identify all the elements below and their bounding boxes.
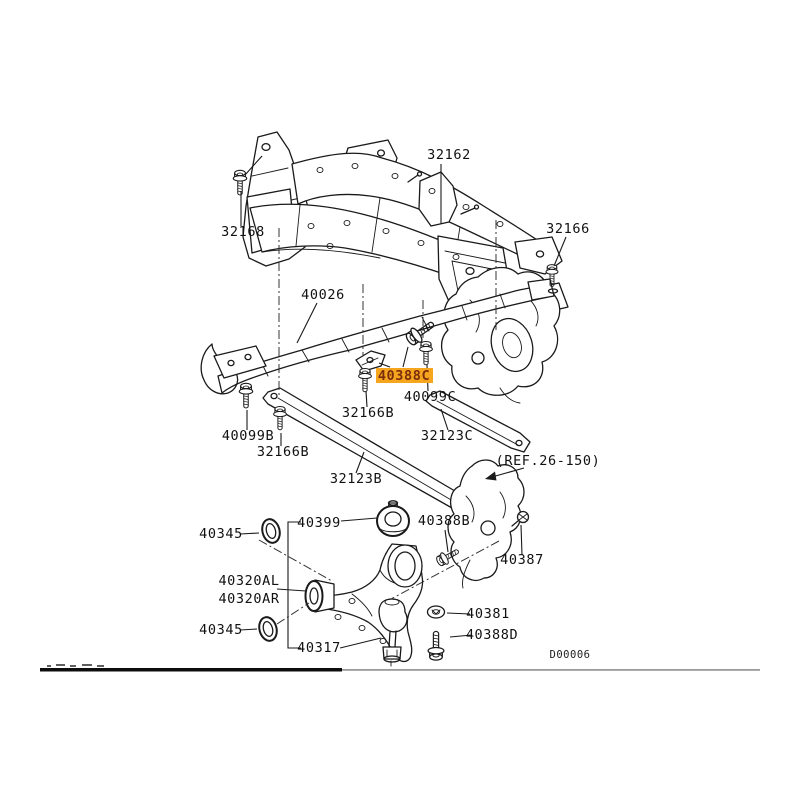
part-label-40387: 40387 — [500, 552, 544, 568]
part-label-40320AR: 40320AR — [218, 591, 279, 607]
brace-left-plate — [213, 345, 267, 379]
leader-lines — [239, 155, 567, 649]
part-labels: 32162 32168 32166 40026 32166B 40099C 32… — [199, 147, 600, 661]
part-label-40345-bottom: 40345 — [199, 622, 243, 638]
ball-joint-drawing — [378, 598, 408, 667]
subframe-center-elbow — [418, 171, 458, 227]
part-label-40388D: 40388D — [466, 627, 518, 643]
washer-32166-icon — [547, 288, 559, 294]
brace-right-plate — [527, 278, 555, 301]
part-label-40388B: 40388B — [418, 513, 470, 529]
nut-40387-icon — [511, 510, 530, 527]
bolt-40099B-icon — [238, 382, 254, 409]
bushing-40320-drawing — [304, 579, 335, 613]
ref-note-label: (REF.26-150) — [496, 453, 601, 469]
part-label-40099B: 40099B — [222, 428, 274, 444]
highlighted-part-label-40388C[interactable]: 40388C — [376, 368, 433, 384]
part-label-32166B-front: 32166B — [342, 405, 394, 421]
divider-light-segment — [342, 669, 760, 671]
part-label-32123C: 32123C — [421, 428, 473, 444]
part-label-40320AL: 40320AL — [218, 573, 279, 589]
bolt-32168-icon — [232, 169, 248, 196]
bolt-40099C-icon — [419, 340, 433, 366]
divider-dark-segment — [40, 668, 342, 672]
bushing-40399-drawing — [376, 500, 410, 537]
bolt-40388D-icon — [427, 630, 445, 661]
watermark-smudge — [47, 664, 104, 667]
part-label-40388C[interactable]: 40388C — [378, 368, 430, 384]
centerlines — [258, 220, 500, 625]
ref-arrowhead — [485, 471, 497, 481]
fasteners — [232, 169, 559, 661]
bar-32123C-drawing — [425, 390, 531, 453]
bottom-divider — [40, 664, 760, 672]
part-label-40026: 40026 — [301, 287, 345, 303]
part-label-40099C: 40099C — [404, 389, 456, 405]
brace-40026-drawing — [200, 278, 555, 395]
grommet-40345-bottom-icon — [258, 616, 278, 642]
grommet-40345-top-icon — [261, 518, 281, 544]
part-label-40317: 40317 — [297, 640, 341, 656]
bolt-32166B-front-icon — [358, 367, 372, 393]
washer-40381-icon — [426, 605, 446, 619]
control-arm-40317-drawing — [304, 500, 424, 667]
part-label-32166B-rear: 32166B — [257, 444, 309, 460]
bolt-32166B-rear-icon — [273, 405, 287, 431]
part-label-40399: 40399 — [297, 515, 341, 531]
part-label-32162: 32162 — [427, 147, 471, 163]
diagram-code-label: D00006 — [550, 649, 591, 661]
knuckle-ref-drawing — [447, 459, 525, 589]
part-label-32123B: 32123B — [330, 471, 382, 487]
highlight-background — [376, 368, 433, 383]
part-label-40345-top: 40345 — [199, 526, 243, 542]
part-label-40381: 40381 — [466, 606, 510, 622]
part-label-32168: 32168 — [221, 224, 265, 240]
part-label-32166: 32166 — [546, 221, 590, 237]
